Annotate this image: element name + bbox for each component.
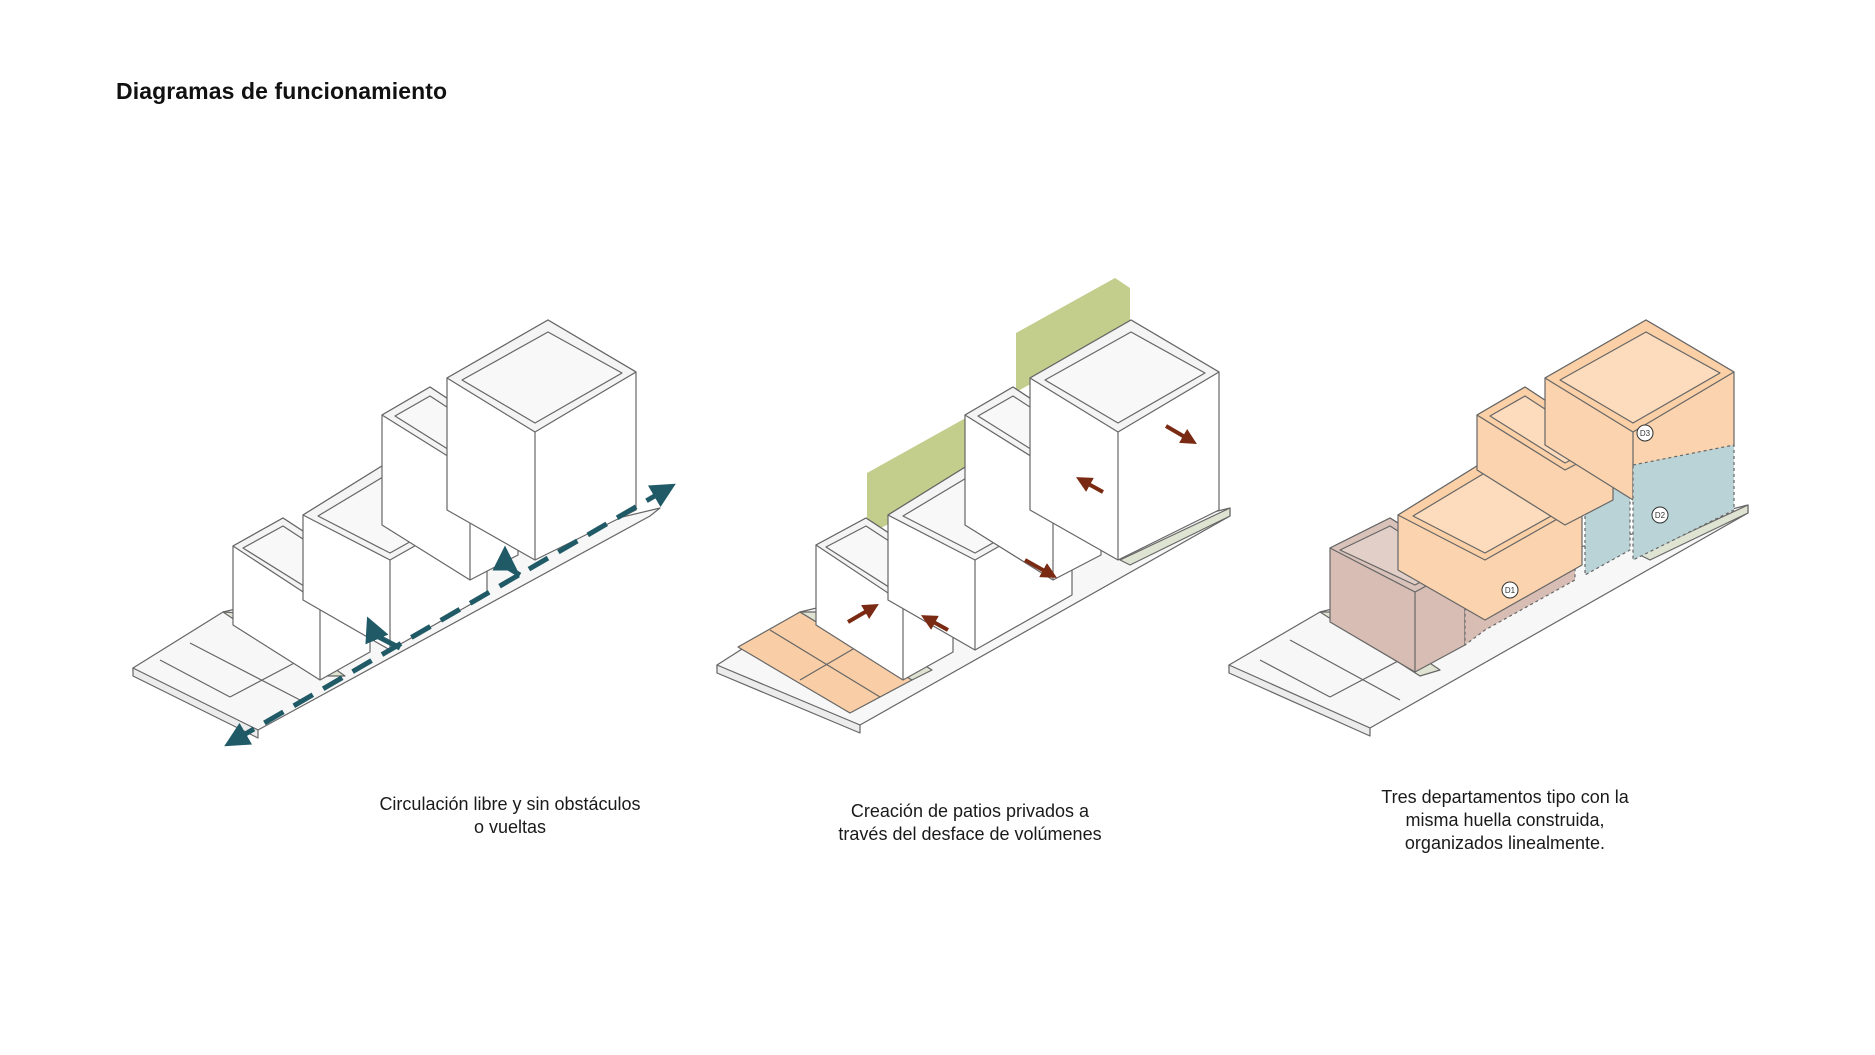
patio-arrows xyxy=(846,424,1197,632)
unit-label-d2: D2 xyxy=(1655,511,1666,520)
green-wall-right xyxy=(1016,278,1130,392)
diagram-units: D1 D2 D3 xyxy=(1228,319,1749,737)
diagram-patios xyxy=(716,278,1231,734)
green-wall-left xyxy=(867,410,980,535)
caption-units: Tres departamentos tipo con la misma hue… xyxy=(1355,786,1655,855)
block-d xyxy=(1029,319,1220,561)
diagram-circulation xyxy=(132,319,676,747)
caption-line: Tres departamentos tipo con la xyxy=(1381,787,1629,807)
unit-label-d1: D1 xyxy=(1505,586,1516,595)
caption-line: Circulación libre y sin obstáculos xyxy=(379,794,641,814)
block-d xyxy=(446,319,637,561)
caption-line: misma huella construida, xyxy=(1405,810,1605,830)
unit-label-d3: D3 xyxy=(1640,429,1651,438)
caption-circulation: Circulación libre y sin obstáculos o vue… xyxy=(360,793,660,839)
caption-line: través del desface de volúmenes xyxy=(838,824,1102,844)
caption-patios: Creación de patios privados a través del… xyxy=(820,800,1120,846)
unit-labels: D1 D2 D3 xyxy=(1501,424,1669,599)
caption-line: Creación de patios privados a xyxy=(850,801,1090,821)
caption-line: o vueltas xyxy=(473,817,547,837)
unit-d3-block xyxy=(1476,319,1735,561)
page-title: Diagramas de funcionamiento xyxy=(116,78,448,104)
caption-line: organizados linealmente. xyxy=(1404,833,1606,853)
circulation-path xyxy=(224,483,676,747)
